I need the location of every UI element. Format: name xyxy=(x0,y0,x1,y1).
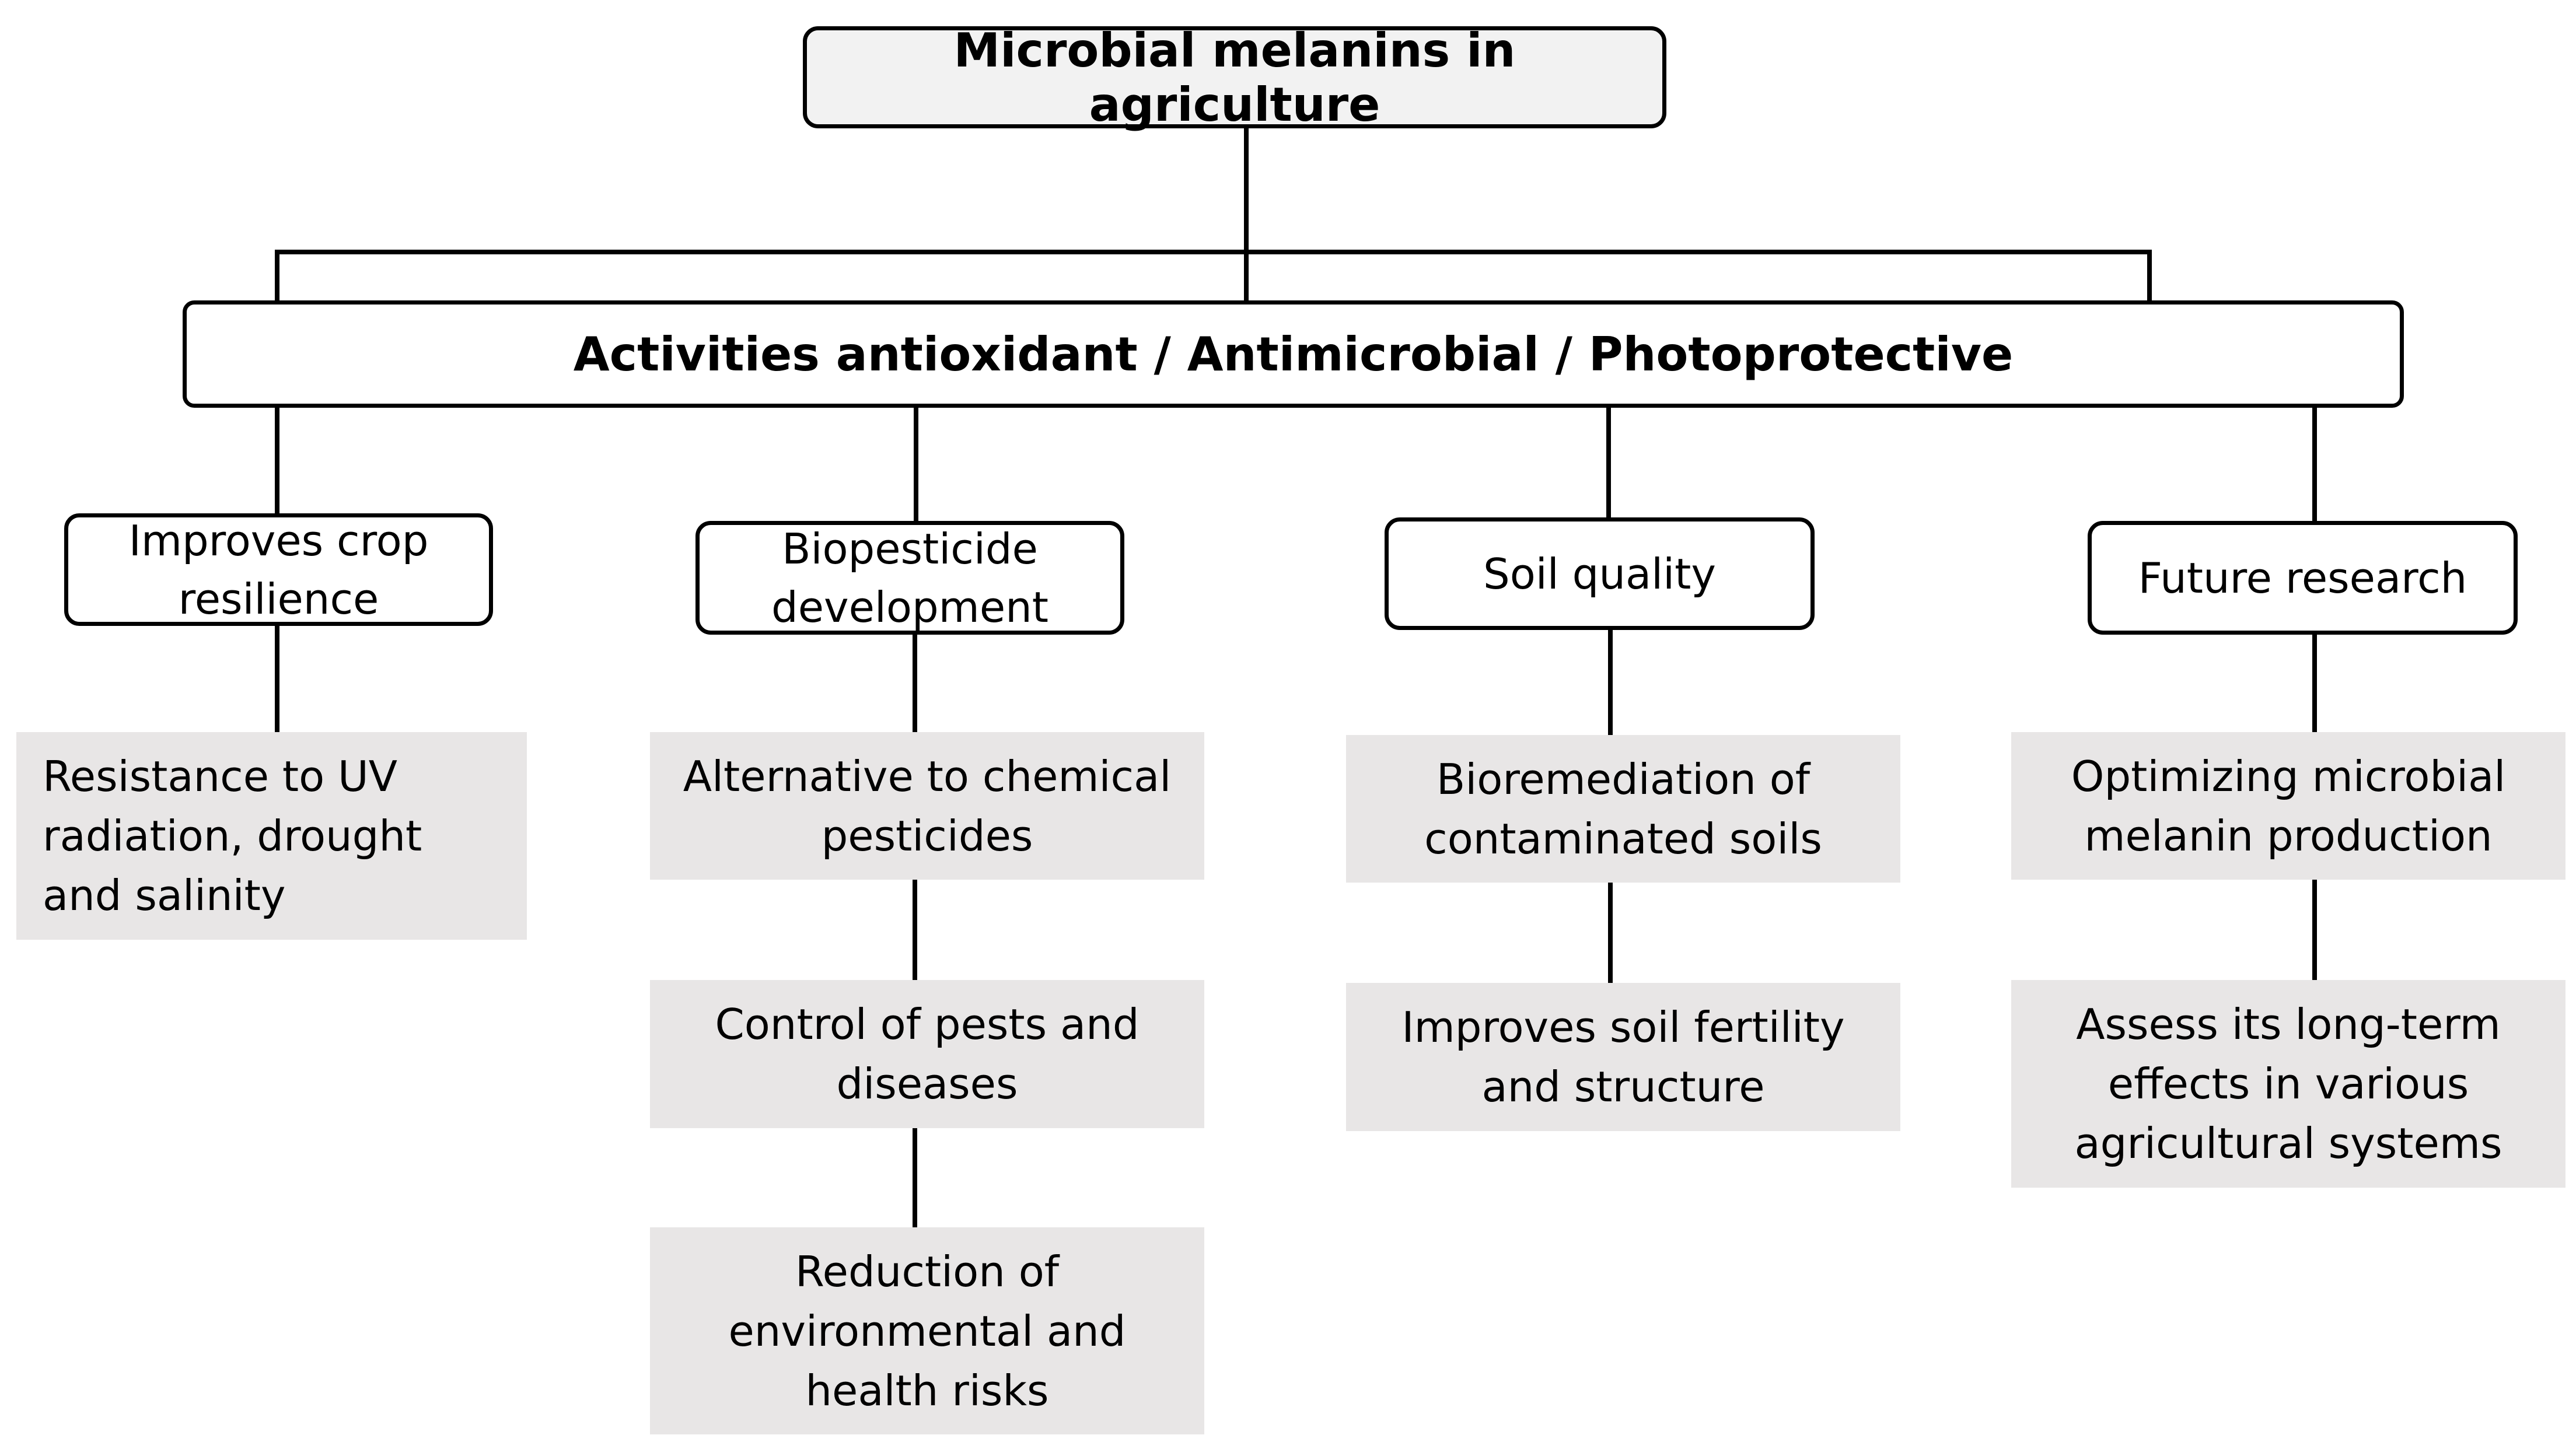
leaf-pests-diseases: Control of pests and diseases xyxy=(650,980,1204,1128)
activities-text: Activities antioxidant / Antimicrobial /… xyxy=(573,327,2014,382)
category-future-research: Future research xyxy=(2088,521,2518,635)
leaf-soil-fertility: Improves soil fertility and structure xyxy=(1346,983,1900,1131)
category-soil-quality: Soil quality xyxy=(1385,517,1815,630)
leaf-text: Improves soil fertility and structure xyxy=(1401,1003,1845,1111)
category-label: Soil quality xyxy=(1483,549,1716,598)
diagram-title-text: Microbial melanins in agriculture xyxy=(953,23,1516,132)
leaf-optimizing-production: Optimizing microbial melanin production xyxy=(2011,732,2565,880)
category-label: Biopesticide development xyxy=(771,524,1048,632)
leaf-alternative-pesticides: Alternative to chemical pesticides xyxy=(650,732,1204,880)
leaf-text: Alternative to chemical pesticides xyxy=(683,751,1172,860)
leaf-text: Assess its long-term effects in various … xyxy=(2074,1000,2502,1168)
leaf-uv-drought-salinity: Resistance to UV radiation, drought and … xyxy=(16,732,527,940)
leaf-text: Bioremediation of contaminated soils xyxy=(1424,754,1822,863)
activities-box: Activities antioxidant / Antimicrobial /… xyxy=(183,300,2404,408)
leaf-text: Reduction of environmental and health ri… xyxy=(728,1247,1126,1415)
category-label: Future research xyxy=(2138,553,2467,603)
category-biopesticide: Biopesticide development xyxy=(695,521,1124,635)
leaf-text: Resistance to UV radiation, drought and … xyxy=(43,752,422,920)
category-label: Improves crop resilience xyxy=(128,516,429,624)
leaf-reduction-risks: Reduction of environmental and health ri… xyxy=(650,1227,1204,1434)
leaf-text: Optimizing microbial melanin production xyxy=(2071,751,2506,860)
leaf-text: Control of pests and diseases xyxy=(715,1000,1140,1108)
leaf-long-term-effects: Assess its long-term effects in various … xyxy=(2011,980,2565,1188)
leaf-bioremediation: Bioremediation of contaminated soils xyxy=(1346,735,1900,883)
category-crop-resilience: Improves crop resilience xyxy=(64,513,493,626)
diagram-title: Microbial melanins in agriculture xyxy=(803,23,1666,132)
